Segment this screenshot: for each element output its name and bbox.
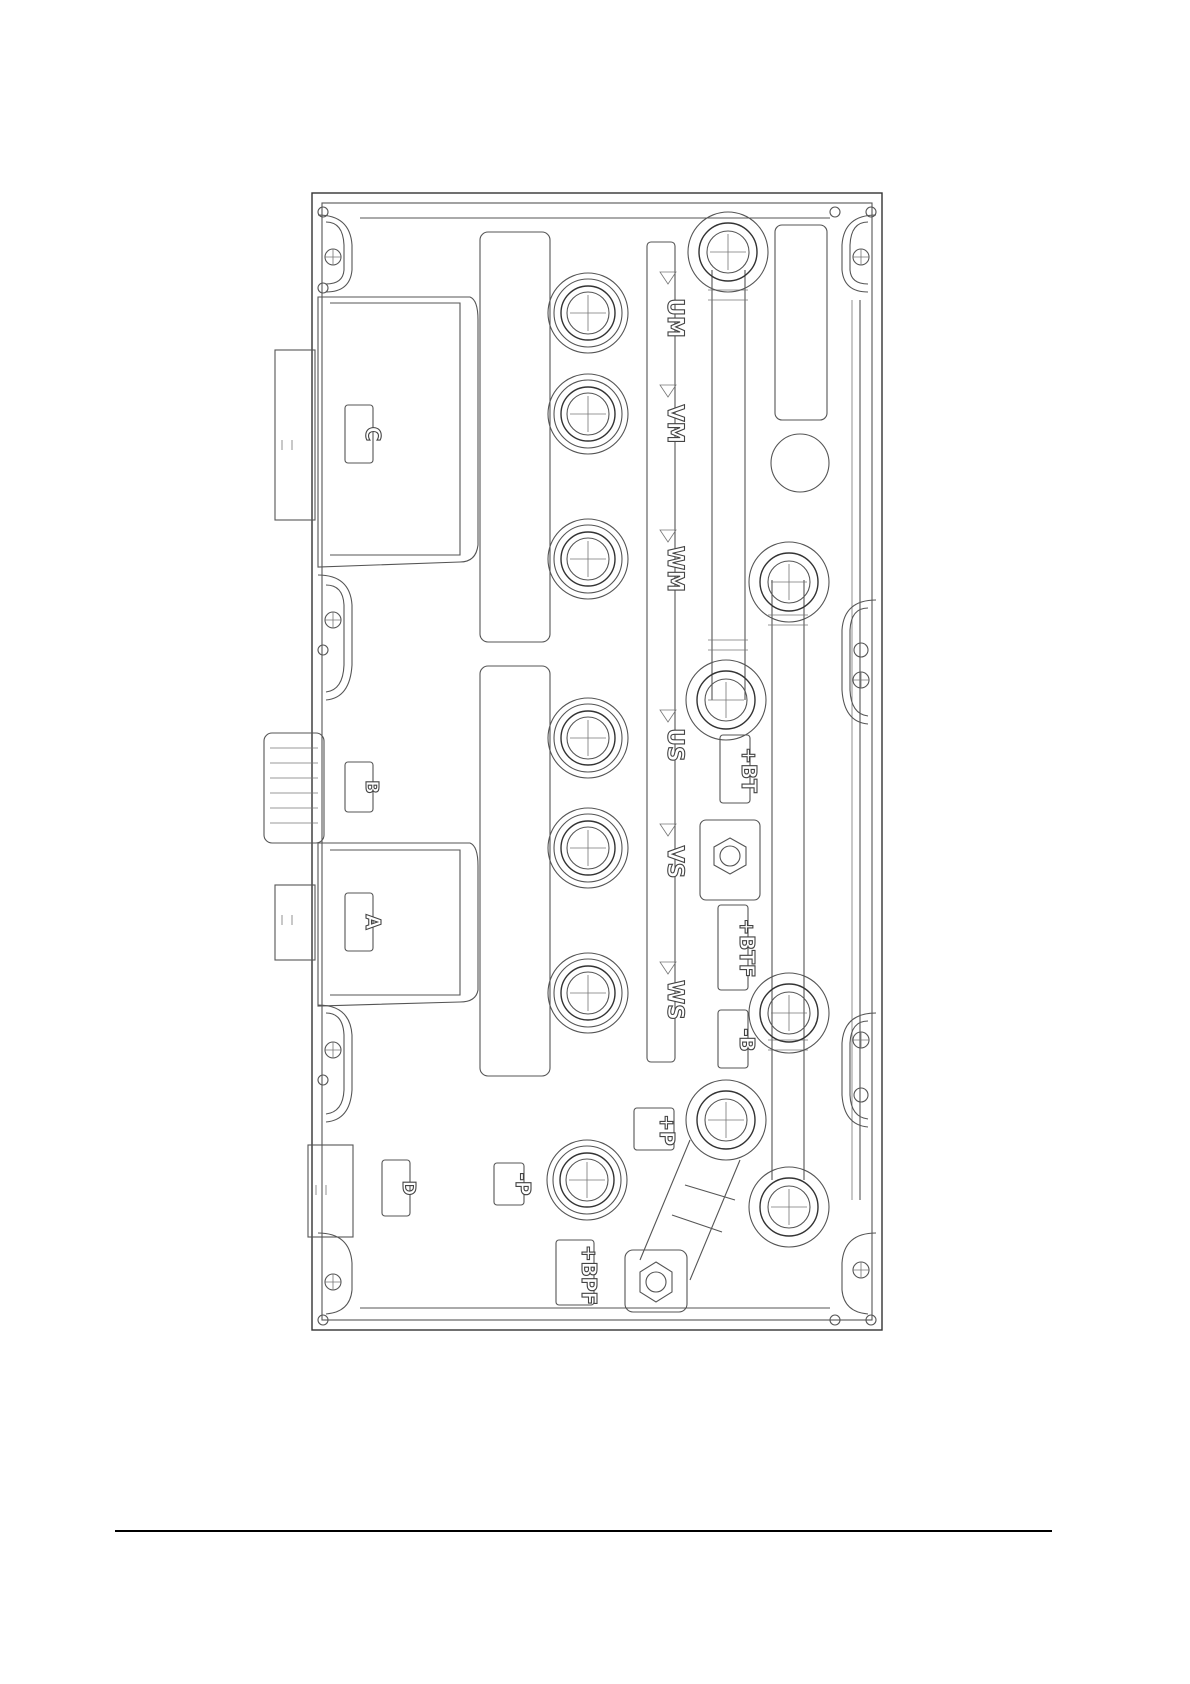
terminal-labels: UM VM WM US VS WS	[660, 272, 687, 1020]
terminal-btf-plus-label: +BTF	[735, 918, 759, 977]
terminal-wm	[548, 519, 628, 599]
connector-a: A	[275, 843, 478, 1006]
footer-rule	[115, 1530, 1052, 1532]
connector-d-label: D	[398, 1181, 419, 1196]
vent-plug	[771, 434, 829, 492]
terminal-bpf-plus	[625, 1250, 687, 1312]
connector-c: C	[275, 297, 478, 567]
terminal-wm-label: WM	[662, 546, 687, 592]
terminal-vm	[548, 374, 628, 454]
connector-b-label: B	[361, 780, 382, 794]
terminal-ws-label: WS	[662, 980, 687, 1020]
terminal-btf-plus	[700, 820, 760, 900]
terminal-um	[548, 273, 628, 353]
busbar-bt	[708, 270, 748, 700]
busbar-p	[640, 1140, 740, 1280]
terminal-vm-label: VM	[662, 405, 687, 444]
terminal-b-minus-label: -B	[735, 1028, 759, 1052]
terminal-ws	[548, 953, 628, 1033]
connector-a-label: A	[361, 914, 385, 930]
terminal-right-upper	[749, 542, 829, 622]
terminal-um-label: UM	[662, 298, 687, 338]
terminal-b-minus	[749, 973, 829, 1053]
terminal-us-label: US	[662, 728, 687, 762]
terminal-p-plus	[686, 1080, 766, 1160]
terminal-p-minus-label: -P	[511, 1173, 535, 1196]
terminal-bt-plus-label: +BT	[737, 747, 761, 793]
terminal-p-minus	[547, 1140, 627, 1220]
connector-d: D	[308, 1145, 419, 1237]
terminal-label-strip	[647, 242, 675, 1062]
busbar-b	[768, 580, 808, 1180]
terminal-bpf-plus-label: +BPF	[577, 1245, 601, 1305]
terminal-p-plus-label: +P	[655, 1114, 679, 1145]
terminal-top-bt	[688, 212, 768, 292]
label-recess-upper	[480, 232, 550, 642]
terminal-bt-plus	[686, 660, 766, 740]
connector-c-label: C	[361, 427, 385, 442]
label-recess-right	[775, 225, 827, 420]
terminal-us	[548, 698, 628, 778]
terminal-right-lower	[749, 1167, 829, 1247]
terminal-vs	[548, 808, 628, 888]
label-recess-lower	[480, 666, 550, 1076]
connector-b: B	[264, 733, 382, 843]
terminal-vs-label: VS	[662, 846, 687, 879]
